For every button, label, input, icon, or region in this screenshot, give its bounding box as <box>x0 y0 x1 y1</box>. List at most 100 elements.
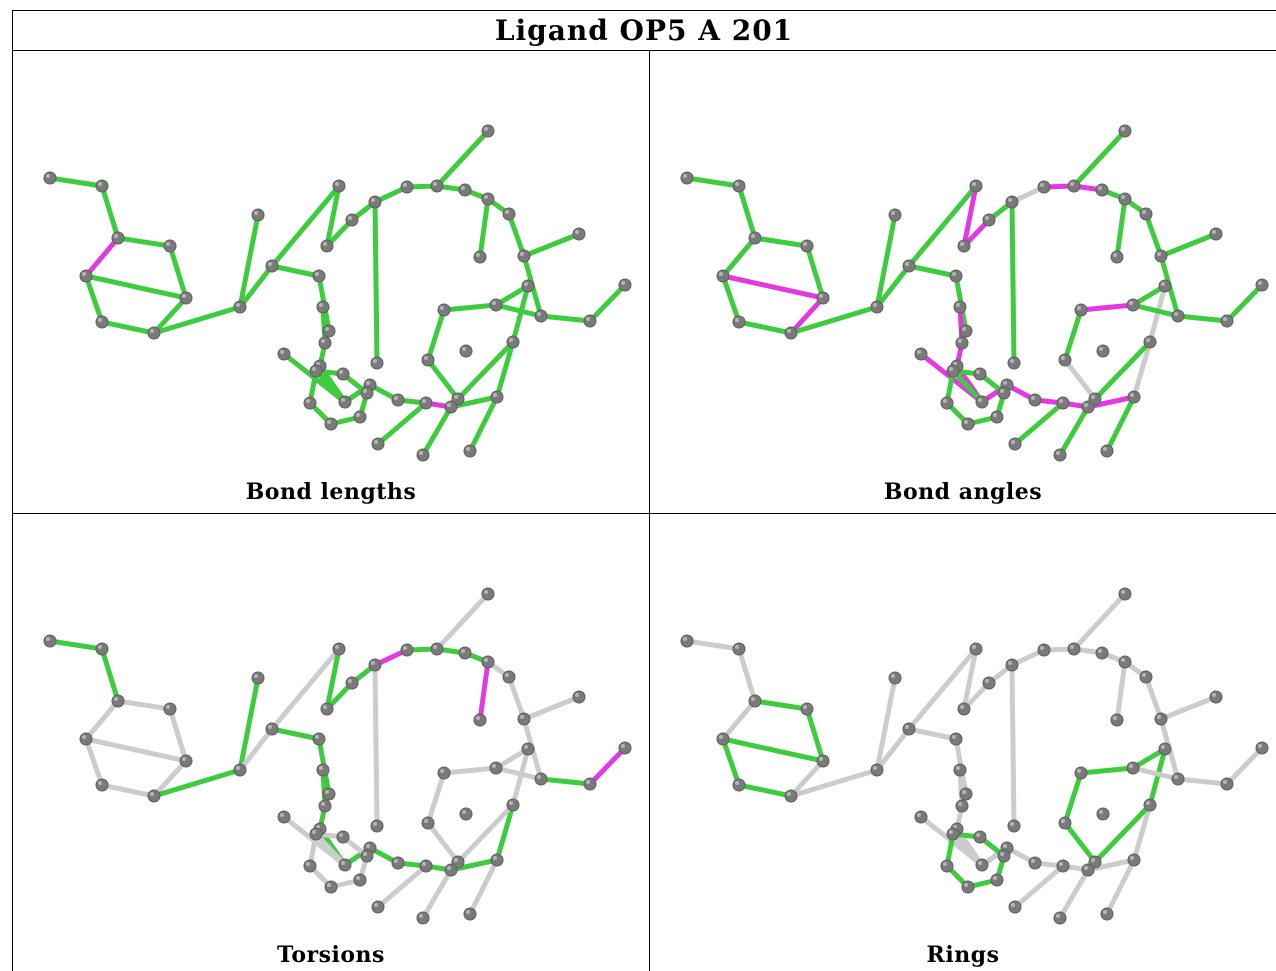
bond-28-29 <box>506 211 527 259</box>
atom-highlight-1 <box>735 182 739 186</box>
atom-55 <box>463 907 477 921</box>
atom-highlight-23 <box>403 646 407 650</box>
atom-highlight-55 <box>466 910 470 914</box>
bond-31-32 <box>1175 776 1230 787</box>
atom-highlight-18 <box>394 859 398 863</box>
atom-highlight-39 <box>1084 403 1088 407</box>
bond-7-8 <box>151 767 243 799</box>
atom-3 <box>800 239 814 253</box>
atom-highlight-49 <box>993 876 997 880</box>
atom-highlight-19 <box>335 645 339 649</box>
atom-44 <box>1118 587 1132 601</box>
atom-highlight-14 <box>321 802 325 806</box>
atom-highlight-35 <box>440 769 444 773</box>
bond-34-35 <box>1078 302 1136 313</box>
atom-highlight-31 <box>1174 775 1178 779</box>
atom-53 <box>371 437 385 451</box>
atom-highlight-10 <box>268 725 272 729</box>
atom-highlight-11 <box>315 272 319 276</box>
atom-43 <box>1158 279 1172 293</box>
atom-34 <box>489 761 503 775</box>
atom-highlight-53 <box>1011 440 1015 444</box>
atom-51 <box>336 830 350 844</box>
bond-31-34 <box>1130 302 1181 319</box>
atom-highlight-26 <box>484 658 488 662</box>
atom-6 <box>95 778 109 792</box>
atom-47 <box>303 396 317 410</box>
atom-highlight-4 <box>819 757 823 761</box>
atom-54 <box>416 448 430 462</box>
bond-22-52 <box>1009 662 1017 829</box>
atom-highlight-5 <box>719 735 723 739</box>
atom-4 <box>816 291 830 305</box>
bond-8-9 <box>874 212 898 310</box>
atom-8 <box>233 763 247 777</box>
bond-41-42 <box>1131 339 1153 400</box>
atom-35 <box>1074 766 1088 780</box>
atom-13 <box>953 763 967 777</box>
bond-22-52 <box>372 662 380 829</box>
atom-highlight-44 <box>484 127 488 131</box>
atom-highlight-10 <box>905 262 909 266</box>
atom-2 <box>748 694 762 708</box>
atom-highlight-19 <box>335 182 339 186</box>
atom-39 <box>1081 863 1095 877</box>
bond-10-19 <box>906 646 979 732</box>
atom-highlight-26 <box>484 195 488 199</box>
bond-35-36 <box>1062 770 1084 826</box>
atom-6 <box>732 315 746 329</box>
atom-highlight-6 <box>98 781 102 785</box>
atom-38 <box>419 396 433 410</box>
atom-highlight-51 <box>976 370 980 374</box>
atom-42 <box>506 335 520 349</box>
atom-53 <box>371 900 385 914</box>
atom-55 <box>1100 907 1114 921</box>
bond-36-37 <box>425 357 461 402</box>
bond-8-10 <box>874 263 912 310</box>
atom-36 <box>421 353 435 367</box>
atom-24 <box>430 642 444 656</box>
bond-29-30 <box>1158 694 1219 722</box>
bond-37-42 <box>455 339 516 402</box>
bond-2-3 <box>115 698 173 712</box>
caption-bond-lengths: Bond lengths <box>245 479 417 505</box>
atom-highlight-28 <box>505 673 509 677</box>
atom-1 <box>732 179 746 193</box>
atom-highlight-32 <box>1223 317 1227 321</box>
atom-21 <box>345 676 359 690</box>
atom-highlight-8 <box>873 303 877 307</box>
atom-5 <box>79 732 93 746</box>
atom-47 <box>940 396 954 410</box>
atom-highlight-12 <box>325 790 329 794</box>
atom-10 <box>902 259 916 273</box>
atom-highlight-54 <box>1056 451 1060 455</box>
atom-24 <box>1067 179 1081 193</box>
atom-9 <box>251 208 265 222</box>
atom-highlight-54 <box>1056 914 1060 918</box>
bond-4-5 <box>720 736 826 764</box>
bond-28-29 <box>1143 211 1164 259</box>
atom-highlight-46 <box>949 367 953 371</box>
atom-highlight-30 <box>575 230 579 234</box>
bond-37-42 <box>455 802 516 865</box>
bond-1-2 <box>99 183 121 241</box>
atom-highlight-8 <box>236 766 240 770</box>
atom-highlight-20 <box>960 705 964 709</box>
atom-highlight-33 <box>621 281 625 285</box>
atom-18 <box>1028 393 1042 407</box>
atom-highlight-10 <box>905 725 909 729</box>
atom-highlight-2 <box>114 234 118 238</box>
atom-highlight-13 <box>319 766 323 770</box>
atom-highlight-45 <box>280 350 284 354</box>
atom-highlight-37 <box>454 858 458 862</box>
atom-highlight-55 <box>1103 447 1107 451</box>
atom-highlight-9 <box>891 211 895 215</box>
atom-41 <box>490 390 504 404</box>
atom-highlight-5 <box>82 272 86 276</box>
atom-highlight-26 <box>1121 195 1125 199</box>
atom-36 <box>1058 816 1072 830</box>
atom-54 <box>1053 448 1067 462</box>
atom-44 <box>481 124 495 138</box>
atom-12 <box>959 787 973 801</box>
atom-highlight-55 <box>1103 910 1107 914</box>
